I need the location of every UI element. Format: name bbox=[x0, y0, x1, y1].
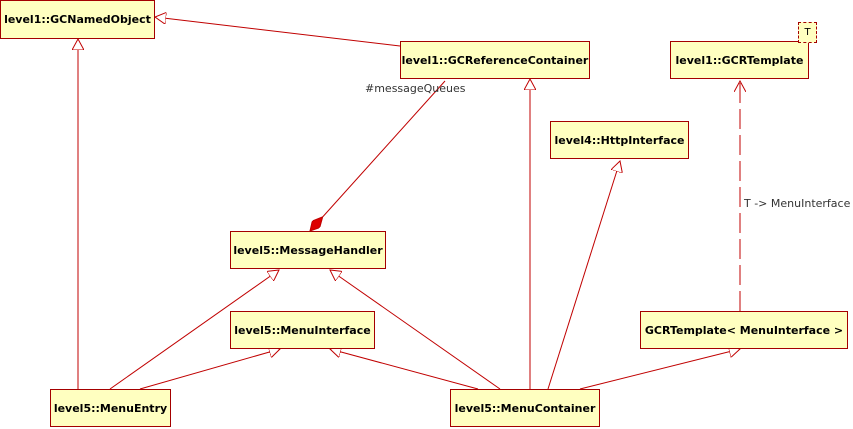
class-menuinterface[interactable]: level5::MenuInterface bbox=[230, 311, 375, 349]
class-gcreferencecontainer[interactable]: level1::GCReferenceContainer bbox=[400, 41, 590, 79]
edge-menuentry-to-messagehandler bbox=[109, 270, 279, 390]
edge-menuentry-to-menuinterface bbox=[139, 349, 280, 390]
label-message-queues: #messageQueues bbox=[365, 82, 466, 95]
class-menuentry[interactable]: level5::MenuEntry bbox=[50, 389, 171, 427]
edge-menucontainer-to-httpinterface bbox=[547, 161, 620, 390]
class-gcnamedobject[interactable]: level1::GCNamedObject bbox=[0, 0, 155, 39]
edge-refcontainer-to-messagehandler bbox=[310, 80, 446, 231]
class-menucontainer[interactable]: level5::MenuContainer bbox=[450, 389, 600, 427]
class-messagehandler[interactable]: level5::MessageHandler bbox=[230, 231, 386, 269]
edge-menucontainer-to-messagehandler bbox=[330, 270, 501, 390]
edge-refcontainer-to-namedobject bbox=[155, 17, 401, 47]
template-parameter-badge: T bbox=[798, 22, 817, 43]
class-gcrtemplate-menuinterface[interactable]: GCRTemplate< MenuInterface > bbox=[640, 311, 848, 349]
edge-menucontainer-to-menuinterface bbox=[330, 349, 479, 390]
class-gcrtemplate[interactable]: level1::GCRTemplate bbox=[670, 41, 809, 79]
label-template-binding: T -> MenuInterface bbox=[744, 197, 851, 210]
edge-menucontainer-to-gcrtemplate-menuinterface bbox=[579, 349, 740, 390]
class-httpinterface[interactable]: level4::HttpInterface bbox=[550, 121, 689, 159]
